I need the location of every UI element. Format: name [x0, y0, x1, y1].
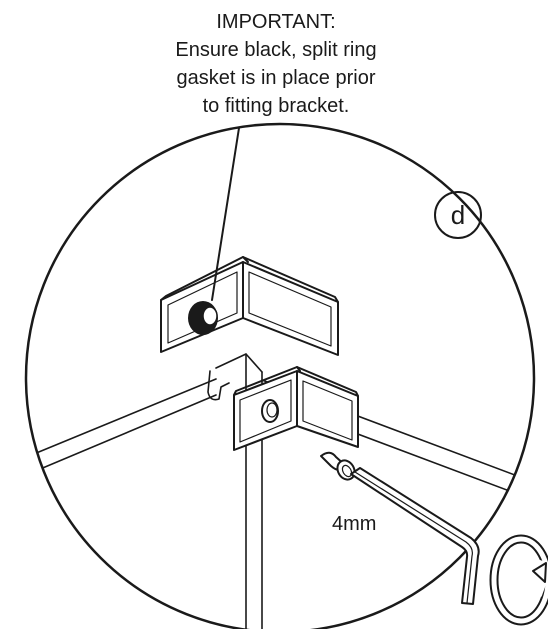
step-badge: d: [434, 191, 482, 239]
note-line: IMPORTANT:: [216, 11, 335, 33]
note-line: gasket is in place prior: [177, 67, 376, 89]
rotate-clockwise-icon: [489, 534, 548, 626]
split-ring-gasket-icon: [188, 301, 218, 335]
upper-bracket: [160, 256, 339, 356]
step-label: d: [451, 200, 465, 230]
screw: [320, 451, 356, 481]
magnifier-circle: [24, 122, 536, 629]
lower-bracket: [233, 366, 359, 451]
leader-line: [211, 127, 240, 301]
note-line: to fitting bracket.: [203, 95, 350, 117]
hex-key-icon: [350, 467, 480, 605]
tool-size-label: 4mm: [332, 513, 376, 535]
note-line: Ensure black, split ring: [175, 39, 376, 61]
important-note: IMPORTANT: Ensure black, split ring gask…: [175, 11, 376, 117]
